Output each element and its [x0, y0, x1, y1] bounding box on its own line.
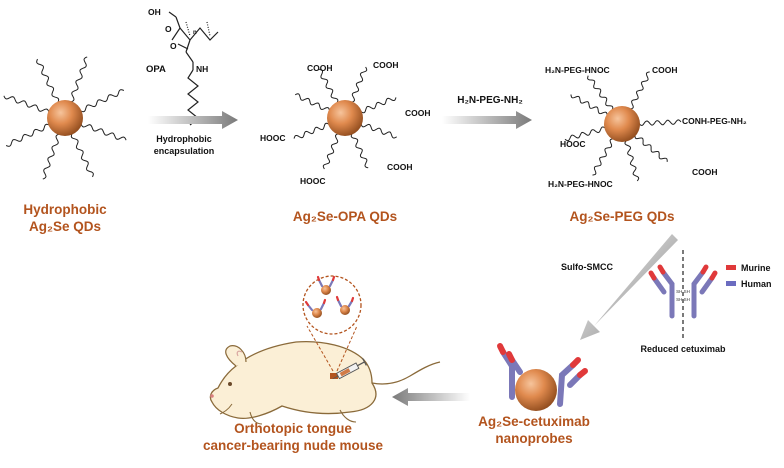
- ligand-chain: [319, 68, 339, 104]
- mouse-body: [209, 340, 377, 420]
- opa-molecule: [168, 11, 219, 126]
- opa-o-atom: O: [165, 24, 172, 34]
- reduced-cetuximab: SH SH SH SH: [648, 250, 718, 338]
- encap-label-2: encapsulation: [154, 146, 215, 156]
- ligand-chain: [36, 58, 60, 103]
- ligand-chain: [360, 123, 397, 139]
- caption-peg-qds: Ag₂Se-PEG QDs: [569, 209, 674, 224]
- hooc-group: HOOC: [260, 133, 286, 143]
- ag2se-core: [604, 106, 640, 142]
- caption-cetuximab-2: nanoprobes: [495, 431, 572, 446]
- syringe: [332, 358, 367, 380]
- opa-nh-atom: NH: [196, 64, 208, 74]
- arrow-injection: [392, 388, 470, 406]
- caption-mouse-2: cancer-bearing nude mouse: [203, 438, 384, 453]
- ligand-chain: [351, 66, 368, 103]
- sh-label: SH SH: [676, 297, 690, 302]
- peg-amine-group: H₂N-PEG-HNOC: [545, 65, 610, 75]
- legend-human: Human: [741, 279, 772, 289]
- cooh-group: COOH: [373, 60, 399, 70]
- caption-cetuximab-1: Ag₂Se-cetuximab: [478, 414, 590, 429]
- opa-label: OPA: [146, 64, 166, 75]
- cetuximab-nanoprobe: [497, 343, 588, 411]
- arrow-pegylation: [442, 111, 532, 129]
- opa-qd: [293, 66, 397, 170]
- opa-n-subscript: n: [193, 30, 197, 36]
- mouse-nose: [210, 394, 214, 398]
- ligand-chain: [5, 123, 50, 147]
- legend-murine: Murine: [741, 263, 771, 273]
- ag2se-core: [47, 100, 83, 136]
- ligand-chain: [294, 93, 331, 111]
- peg-ligands: [564, 71, 682, 182]
- ligand-chain: [80, 89, 125, 113]
- sh-label: SH SH: [676, 289, 690, 294]
- mouse-eye: [228, 382, 232, 386]
- mini-nanoprobes: [304, 275, 355, 318]
- ligand-chain: [3, 95, 50, 113]
- peg-reagent-label: H₂N-PEG-NH₂: [457, 95, 523, 106]
- arrow-conjugation: [580, 234, 678, 340]
- encap-label-1: Hydrophobic: [156, 134, 212, 144]
- ligand-chain: [629, 71, 650, 110]
- caption-mouse-1: Orthotopic tongue: [234, 421, 352, 436]
- ag2se-core: [515, 369, 557, 411]
- reduced-cetuximab-label: Reduced cetuximab: [640, 344, 726, 354]
- zoom-callout: [302, 275, 362, 335]
- ligand-chain: [70, 56, 88, 103]
- hydrophobic-qd: [3, 56, 127, 180]
- cooh-group: COOH: [692, 167, 718, 177]
- ligand-chain: [293, 122, 330, 139]
- arrow-encapsulation: [148, 111, 238, 129]
- nude-mouse: [209, 275, 441, 425]
- ligand-chain: [360, 97, 397, 114]
- ligand-chain: [570, 94, 608, 116]
- ligand-chain: [350, 133, 369, 169]
- caption-hydrophobic-1: Hydrophobic: [23, 202, 107, 217]
- oleyl-ligands: [3, 56, 127, 180]
- cooh-group: COOH: [307, 63, 333, 73]
- peg-amine-group: H₂N-PEG-HNOC: [548, 179, 613, 189]
- ligand-chain: [42, 133, 60, 180]
- legend-swatch-human: [726, 281, 736, 286]
- ag2se-core: [327, 100, 363, 136]
- hooc-group: HOOC: [560, 139, 586, 149]
- caption-opa-qds: Ag₂Se-OPA QDs: [293, 209, 397, 224]
- legend: Murine Human: [726, 263, 772, 289]
- mouse-ear: [225, 345, 247, 367]
- ligand-chain: [80, 123, 127, 141]
- mouse-tail: [371, 361, 441, 385]
- ligand-chain: [624, 140, 640, 182]
- ligand-chain: [70, 133, 94, 178]
- ligand-chain: [564, 126, 606, 142]
- tongue-tumor-site: [330, 373, 338, 379]
- sulfo-smcc-label: Sulfo-SMCC: [561, 262, 613, 272]
- caption-hydrophobic-2: Ag₂Se QDs: [29, 219, 101, 234]
- opa-o2-atom: O: [170, 41, 177, 51]
- peg-qd: [564, 71, 682, 182]
- hooc-group: HOOC: [300, 176, 326, 186]
- ligand-chain: [587, 75, 614, 111]
- cooh-group: COOH: [652, 65, 678, 75]
- ligand-chain: [322, 133, 339, 170]
- ligand-chain: [638, 119, 682, 126]
- peg-amine-group: CONH-PEG-NH₂: [682, 116, 747, 126]
- opa-ligands: [293, 66, 397, 170]
- cooh-group: COOH: [405, 108, 431, 118]
- cooh-group: COOH: [387, 162, 413, 172]
- ligand-chain: [592, 138, 614, 176]
- legend-swatch-murine: [726, 265, 736, 270]
- ligand-chain: [634, 134, 668, 162]
- opa-oh-atom: OH: [148, 7, 161, 17]
